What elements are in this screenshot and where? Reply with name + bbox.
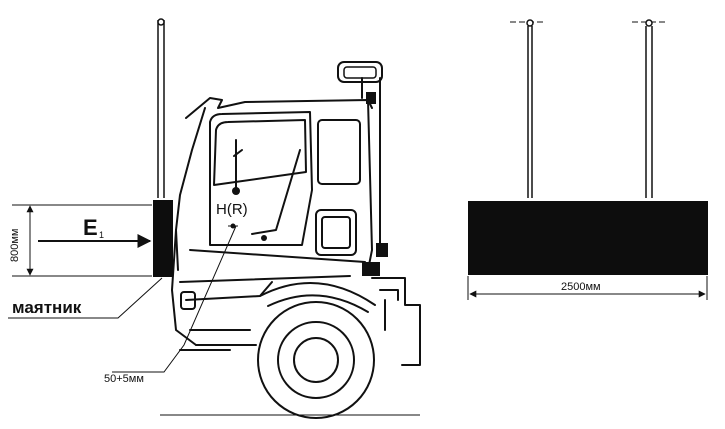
offset-leader-line — [112, 225, 237, 373]
h-point-label: H(R) — [216, 201, 248, 218]
width-dim-label: 2500мм — [561, 281, 601, 293]
roof-air-intake — [337, 61, 383, 83]
left-pendulum-block — [153, 200, 173, 277]
right-pivot-right-icon — [645, 19, 653, 27]
pendulum-leader-line — [8, 277, 163, 319]
stack-clamp-top — [366, 92, 376, 104]
right-pivot-left-icon — [526, 19, 534, 27]
pendulum-label: маятник — [12, 298, 82, 317]
left-pivot-icon — [157, 18, 165, 26]
impact-energy-label: E — [83, 215, 98, 240]
seat-reference-dot-upper — [232, 187, 240, 195]
roof-air-intake-inner — [343, 66, 377, 79]
impact-energy-subscript: 1 — [99, 230, 104, 240]
right-pendulum-block — [468, 201, 708, 275]
seat-reference-dot-lower — [261, 235, 267, 241]
right-pendulum-rods — [510, 19, 666, 198]
rear-bracket — [362, 262, 380, 276]
stack-clamp-bottom — [376, 243, 388, 257]
height-dim-label: 800мм — [9, 229, 21, 262]
left-pendulum-rod — [157, 18, 165, 198]
front-wheel — [257, 301, 375, 419]
truck-cab-side-view — [171, 77, 421, 366]
offset-dim-label: 50+5мм — [104, 373, 144, 385]
